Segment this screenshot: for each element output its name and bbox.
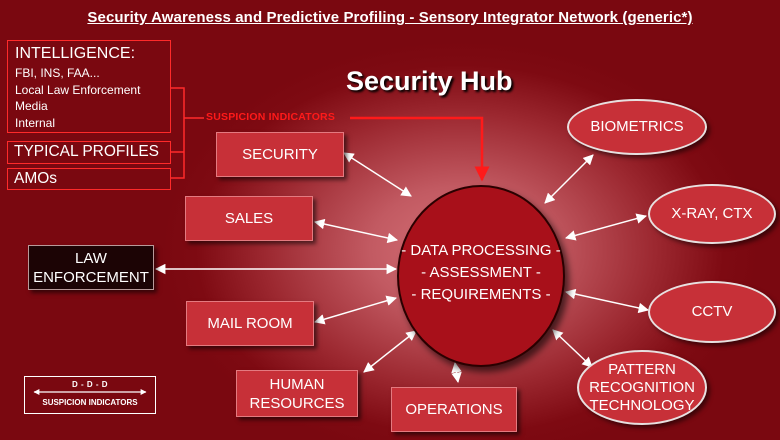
link-xray (564, 213, 648, 241)
link-biometrics (544, 154, 594, 204)
law-enforcement-line: ENFORCEMENT (33, 268, 149, 286)
link-operations (451, 361, 462, 384)
pattern-recognition-line: TECHNOLOGY (589, 396, 695, 414)
human-resources-line: HUMAN (269, 375, 325, 393)
hub-line-requirements: - REQUIREMENTS - (411, 286, 551, 303)
amos-box: AMOs (7, 168, 171, 190)
intelligence-item: Internal (15, 115, 56, 130)
link-human-resources (363, 330, 417, 373)
link-sales (313, 218, 399, 244)
intelligence-item: Local Law Enforcement (15, 82, 141, 97)
hub-circle (397, 185, 565, 367)
typical-profiles-box: TYPICAL PROFILES (7, 141, 171, 164)
biometrics-node: BIOMETRICS (567, 99, 707, 155)
hub-line-assessment: - ASSESSMENT - (421, 264, 541, 281)
intelligence-item: Media (15, 99, 48, 113)
intelligence-heading: INTELLIGENCE: (15, 45, 136, 62)
security-node: SECURITY (216, 132, 344, 177)
mail-room-node: MAIL ROOM (186, 301, 314, 346)
intelligence-item: FBI, INS, FAA... (15, 66, 100, 80)
hub-line-data-processing: - DATA PROCESSING - (401, 242, 561, 259)
legend-suspicion-label: SUSPICION INDICATORS (42, 398, 138, 407)
legend-ddd-label: D - D - D (71, 380, 109, 389)
intelligence-box: INTELLIGENCE: FBI, INS, FAA... Local Law… (7, 40, 171, 133)
suspicion-indicator-arrow (350, 116, 490, 182)
law-enforcement-line: LAW (75, 249, 107, 267)
diagram-title: Security Awareness and Predictive Profil… (87, 9, 693, 26)
link-security (343, 152, 412, 197)
link-pattern-recognition (552, 329, 593, 368)
hub-title: Security Hub (346, 66, 513, 96)
human-resources-node: HUMAN RESOURCES (236, 370, 358, 417)
law-enforcement-node: LAW ENFORCEMENT (28, 245, 154, 290)
source-bracket (171, 87, 185, 179)
pattern-recognition-line: PATTERN (608, 360, 676, 378)
sales-node: SALES (185, 196, 313, 241)
pattern-recognition-node: PATTERN RECOGNITION TECHNOLOGY (577, 350, 707, 425)
human-resources-line: RESOURCES (249, 394, 345, 412)
pattern-recognition-line: RECOGNITION (589, 378, 695, 396)
xray-ctx-node: X-RAY, CTX (648, 184, 776, 244)
suspicion-indicators-label: SUSPICION INDICATORS (206, 111, 336, 123)
link-cctv (564, 288, 650, 314)
legend-box (24, 376, 156, 414)
hub-text: - DATA PROCESSING - - ASSESSMENT - - REQ… (381, 240, 581, 306)
operations-node: OPERATIONS (391, 387, 517, 432)
link-mail-room (313, 295, 398, 325)
cctv-node: CCTV (648, 281, 776, 343)
